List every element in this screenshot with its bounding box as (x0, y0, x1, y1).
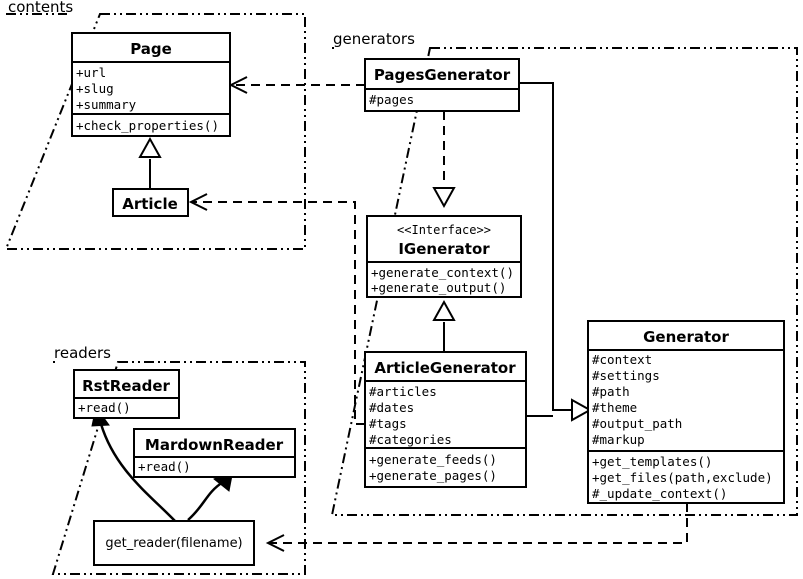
class-article[interactable]: Article (112, 188, 189, 217)
package-contents-label: contents (8, 0, 73, 16)
class-articlegenerator-method-0: +generate_feeds() (369, 452, 497, 467)
package-contents-border (4, 13, 306, 250)
class-generator[interactable]: Generator #context #settings #path #them… (587, 320, 785, 504)
class-generator-title: Generator (643, 328, 729, 346)
package-contents: contents (4, 0, 306, 250)
class-mardownreader-method-0: +read() (138, 459, 191, 474)
relation-article-page (138, 136, 162, 189)
class-article-title: Article (122, 195, 178, 213)
class-articlegenerator-attr-0: #articles (369, 384, 437, 399)
relation-articlegenerator-article (188, 193, 365, 425)
class-igenerator-title: IGenerator (398, 240, 490, 258)
class-generator-method-0: +get_templates() (592, 454, 712, 469)
function-get-reader-label: get_reader(filename) (105, 536, 242, 551)
class-igenerator-method-0: +generate_context() (371, 265, 514, 280)
class-igenerator-stereotype: <<Interface>> (397, 223, 491, 237)
class-page[interactable]: Page +url +slug +summary +check_properti… (71, 32, 231, 137)
class-pagesgenerator-attr-0: #pages (369, 92, 414, 107)
class-page-method-0: +check_properties() (76, 118, 219, 133)
relation-pagesgenerator-page (228, 76, 365, 94)
class-pagesgenerator[interactable]: PagesGenerator #pages (364, 58, 520, 112)
class-rstreader-method-0: +read() (78, 400, 131, 415)
class-generator-attr-2: #path (592, 384, 630, 399)
class-generator-method-2: #_update_context() (592, 486, 727, 501)
class-generator-attr-0: #context (592, 352, 652, 367)
class-generator-attr-3: #theme (592, 400, 637, 415)
relation-generator-getreader (265, 503, 688, 552)
class-articlegenerator-attr-2: #tags (369, 416, 407, 431)
class-articlegenerator-method-1: +generate_pages() (369, 468, 497, 483)
package-readers-label: readers (54, 344, 111, 362)
relation-pagesgenerator-generator (519, 82, 572, 411)
generalization-arrowhead-igenerator (432, 299, 456, 321)
class-rstreader[interactable]: RstReader +read() (73, 369, 180, 419)
dependency-arrowhead-getreader (265, 534, 285, 552)
class-generator-attr-1: #settings (592, 368, 660, 383)
class-igenerator-method-1: +generate_output() (371, 280, 506, 295)
package-readers-border (51, 361, 306, 575)
class-page-attr-2: +summary (76, 97, 137, 112)
class-rstreader-title: RstReader (82, 377, 170, 395)
class-page-attr-0: +url (76, 65, 106, 80)
class-articlegenerator[interactable]: ArticleGenerator #articles #dates #tags … (364, 351, 527, 488)
relation-articlegenerator-igenerator (432, 299, 456, 355)
realization-arrowhead-igenerator (432, 187, 456, 209)
function-get-reader[interactable]: get_reader(filename) (93, 520, 255, 566)
class-articlegenerator-title: ArticleGenerator (374, 359, 516, 377)
package-generators-label: generators (333, 30, 415, 48)
dependency-arrowhead-article (188, 193, 208, 211)
generalization-arrowhead-generator (571, 398, 593, 422)
class-generator-attr-4: #output_path (592, 416, 682, 431)
class-mardownreader-title: MardownReader (145, 436, 284, 454)
class-articlegenerator-attr-3: #categories (369, 432, 452, 447)
class-mardownreader[interactable]: MardownReader +read() (133, 428, 296, 478)
relation-pagesgenerator-igenerator (432, 111, 456, 209)
class-generator-attr-5: #markup (592, 432, 645, 447)
class-generator-method-1: +get_files(path,exclude) (592, 470, 773, 485)
class-page-attr-1: +slug (76, 81, 114, 96)
class-articlegenerator-attr-1: #dates (369, 400, 414, 415)
class-igenerator[interactable]: <<Interface>> IGenerator +generate_conte… (366, 215, 522, 298)
class-page-title: Page (130, 40, 172, 58)
class-pagesgenerator-title: PagesGenerator (374, 66, 511, 84)
package-readers: readers (51, 344, 306, 575)
generalization-arrowhead-page (138, 136, 162, 158)
